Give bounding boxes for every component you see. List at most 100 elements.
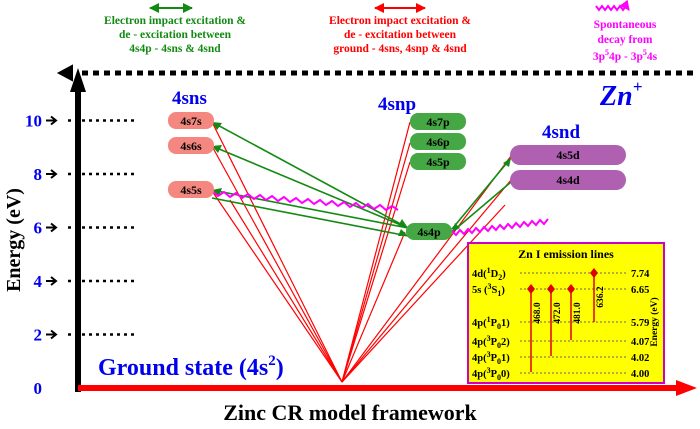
red-transition-4s6p bbox=[341, 142, 411, 383]
legend-red: Electron impact excitation & de - excita… bbox=[329, 3, 471, 55]
legend-green-line1: Electron impact excitation & bbox=[104, 15, 246, 27]
inset-wavelength-label: 481.0 bbox=[573, 302, 583, 324]
red-transition-4s5s-alt bbox=[229, 199, 343, 383]
level-4s6s: 4s6s bbox=[168, 137, 214, 154]
inset-level-label: 4p(1P01) bbox=[472, 315, 510, 331]
y-tick-label-0: 0 bbox=[34, 379, 43, 398]
y-tick-label-2: 2 bbox=[34, 326, 43, 345]
inset-transition-marker bbox=[590, 268, 598, 278]
legend-green: Electron impact excitation & de - excita… bbox=[104, 3, 246, 55]
inset-level-label: 4p(3P01) bbox=[472, 350, 510, 366]
inset-level-energy: 4.00 bbox=[631, 369, 649, 380]
inset-wavelength-label: 468.0 bbox=[533, 302, 543, 324]
svg-text:4s7s: 4s7s bbox=[180, 114, 202, 128]
inset-level-energy: 4.02 bbox=[631, 353, 649, 364]
svg-text:4s7p: 4s7p bbox=[426, 115, 450, 129]
series-header-4sns: 4sns bbox=[172, 88, 207, 109]
legend-red-line2: de - excitation between bbox=[344, 29, 457, 41]
red-transition-4s6s bbox=[212, 147, 343, 383]
magenta-decay-4s4d-4s4p bbox=[447, 218, 549, 237]
svg-text:4s5p: 4s5p bbox=[426, 155, 450, 169]
red-transition-4s7p bbox=[341, 121, 411, 383]
svg-text:4s5d: 4s5d bbox=[556, 148, 580, 162]
level-4s6p: 4s6p bbox=[410, 133, 466, 150]
svg-text:4s4d: 4s4d bbox=[556, 173, 580, 187]
inset-wavelength-label: 636.2 bbox=[596, 286, 606, 308]
series-header-4snp: 4snp bbox=[378, 94, 416, 115]
y-tick-arrow-6 bbox=[46, 222, 58, 233]
y-tick-label-6: 6 bbox=[34, 219, 43, 238]
legend-magenta-line1: Spontaneous bbox=[594, 19, 657, 31]
ionization-limit-left-arrow bbox=[56, 64, 73, 82]
inset-level-energy: 4.07 bbox=[631, 337, 649, 348]
green-transition-4s4d bbox=[451, 181, 512, 233]
inset-transition-marker bbox=[567, 284, 575, 294]
svg-text:4s4p: 4s4p bbox=[417, 225, 441, 239]
inset-transition-marker bbox=[527, 284, 535, 294]
red-transitions bbox=[211, 121, 512, 383]
diagram-title: Zinc CR model framework bbox=[223, 400, 477, 425]
y-axis-label: Energy (eV) bbox=[3, 188, 25, 292]
y-tick-label-10: 10 bbox=[25, 112, 42, 131]
red-transition-4s5p bbox=[341, 161, 411, 383]
level-4s7s: 4s7s bbox=[168, 112, 214, 129]
inset-level-label: 4p(3P02) bbox=[472, 334, 510, 350]
y-tick-label-4: 4 bbox=[34, 272, 43, 291]
level-4s4d: 4s4d bbox=[510, 170, 626, 190]
green-arrowhead-snp bbox=[398, 219, 408, 236]
inset-level-label: 4p(3P00) bbox=[472, 366, 510, 382]
red-transition-4s4d bbox=[341, 179, 512, 383]
emission-lines-inset: Zn I emission lines 4d(1D2) 7.74 5s (3S1) 6… bbox=[467, 242, 665, 384]
legend-magenta-wavy-arrow bbox=[595, 0, 630, 12]
level-4s4p: 4s4p bbox=[406, 223, 452, 240]
inset-title: Zn I emission lines bbox=[518, 247, 614, 261]
green-transition-4s5s bbox=[211, 189, 409, 229]
red-transition-4s5s bbox=[211, 190, 343, 383]
ground-state-label: Ground state (4s2) bbox=[98, 353, 284, 381]
series-header-4snd: 4snd bbox=[542, 122, 580, 143]
level-4s5p: 4s5p bbox=[410, 153, 466, 170]
y-tick-arrow-2 bbox=[46, 329, 58, 340]
legend-magenta-line3: 3p54p - 3p54s bbox=[593, 48, 658, 63]
svg-text:4s6p: 4s6p bbox=[426, 135, 450, 149]
red-transition-4s4d-alt bbox=[341, 204, 506, 383]
x-axis-arrowhead bbox=[676, 380, 697, 396]
svg-text:4s5s: 4s5s bbox=[180, 183, 202, 197]
legend-green-line3: 4s4p - 4sns & 4snd bbox=[129, 43, 221, 55]
y-tick-arrow-10 bbox=[46, 115, 58, 126]
y-tick-arrow-4 bbox=[46, 276, 58, 286]
red-transition-4s7s bbox=[211, 121, 343, 383]
legend-magenta: Spontaneous decay from 3p54p - 3p54s bbox=[593, 0, 658, 63]
red-transition-4s5d bbox=[341, 155, 512, 383]
legend-magenta-line2: decay from bbox=[597, 34, 652, 46]
inset-level-label: 5s (3S1) bbox=[472, 282, 505, 298]
level-4s7p: 4s7p bbox=[410, 113, 466, 130]
svg-text:4s6s: 4s6s bbox=[180, 139, 202, 153]
green-arrowhead-sns bbox=[212, 122, 222, 196]
inset-level-energy: 6.65 bbox=[631, 285, 649, 296]
green-transition-4s6s bbox=[211, 145, 409, 229]
legend-red-line1: Electron impact excitation & bbox=[329, 15, 471, 27]
inset-level-energy: 5.79 bbox=[631, 318, 649, 329]
inset-axis-label: Energy (eV) bbox=[649, 297, 660, 346]
y-axis-ticks: 0 2 4 6 8 10 bbox=[25, 112, 135, 398]
y-tick-label-8: 8 bbox=[34, 165, 43, 184]
green-transition-4s5d bbox=[451, 157, 512, 230]
green-transition-4s7s bbox=[211, 121, 409, 229]
green-transitions bbox=[211, 121, 512, 237]
level-4s5d: 4s5d bbox=[510, 145, 626, 165]
magenta-decay-4s5s-4s4p bbox=[211, 190, 399, 212]
legend-red-line3: ground - 4sns, 4snp & 4snd bbox=[333, 43, 467, 55]
inset-level-label: 4d(1D2) bbox=[472, 266, 506, 282]
inset-background bbox=[467, 242, 665, 384]
inset-level-energy: 7.74 bbox=[631, 269, 650, 280]
legend-green-line2: de - excitation between bbox=[119, 29, 232, 41]
inset-transition-marker bbox=[547, 284, 555, 294]
ion-label: Zn+ bbox=[599, 77, 642, 112]
y-axis-arrowhead bbox=[70, 68, 86, 92]
red-transition-4s4p bbox=[341, 231, 406, 383]
green-transition-4s5s-b bbox=[211, 197, 409, 237]
green-arrowheads bbox=[212, 122, 511, 236]
inset-wavelength-label: 472.0 bbox=[553, 302, 563, 324]
